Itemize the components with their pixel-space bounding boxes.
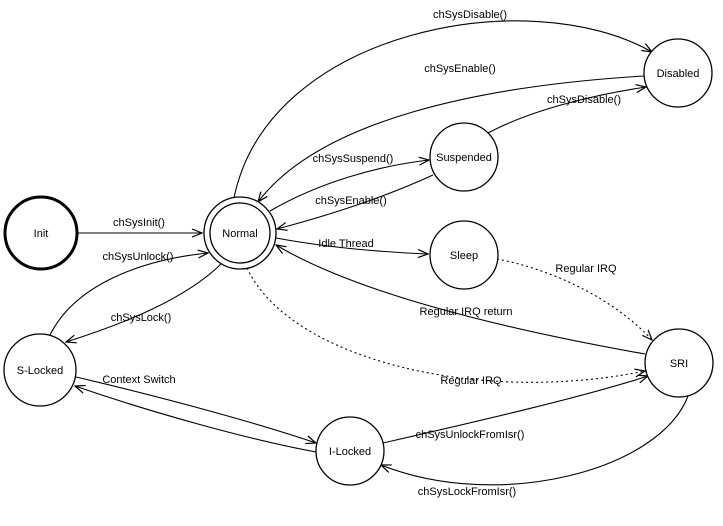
- state-sri: SRI: [644, 328, 714, 398]
- label-context-switch: Context Switch: [102, 374, 175, 386]
- edge-slocked-to-normal: [49, 253, 208, 336]
- edge-sri-to-ilocked: [381, 395, 689, 486]
- state-disabled-circle: [643, 38, 713, 108]
- state-s-locked: S-Locked: [3, 333, 77, 407]
- state-normal-label: Normal: [222, 228, 257, 240]
- edge-normal-to-sri: [246, 267, 645, 383]
- label-regular-irq-normal: Regular IRQ: [440, 375, 502, 387]
- label-chsysdisable-top: chSysDisable(): [433, 9, 507, 21]
- state-i-locked: I-Locked: [315, 416, 385, 486]
- edge-sleep-to-sri: [496, 258, 652, 340]
- state-s-locked-label: S-Locked: [17, 365, 63, 377]
- edge-normal-to-sleep: [275, 237, 428, 254]
- label-chsysunlockfromisr: chSysUnlockFromIsr(): [416, 429, 525, 441]
- label-chsysinit: chSysInit(): [113, 217, 165, 229]
- label-chsysdisable-suspended: chSysDisable(): [547, 94, 621, 106]
- state-suspended: Suspended: [429, 122, 499, 192]
- state-sleep-label: Sleep: [450, 250, 478, 262]
- label-chsyslockfromisr: chSysLockFromIsr(): [418, 486, 516, 498]
- state-disabled-label: Disabled: [657, 68, 700, 80]
- state-sri-label: SRI: [670, 358, 688, 370]
- state-suspended-label: Suspended: [436, 152, 492, 164]
- state-sri-circle: [644, 328, 714, 398]
- edge-suspended-to-disabled: [487, 87, 646, 134]
- edge-disabled-to-normal: [258, 75, 645, 202]
- label-chsysenable-top: chSysEnable(): [424, 63, 496, 75]
- state-normal: Normal: [203, 196, 277, 270]
- label-chsysunlock: chSysUnlock(): [103, 251, 174, 263]
- label-regular-irq-return: Regular IRQ return: [420, 306, 513, 318]
- state-init-label: Init: [34, 228, 49, 240]
- edge-suspended-to-normal: [277, 174, 434, 229]
- state-suspended-circle: [429, 122, 499, 192]
- label-chsysenable-suspended: chSysEnable(): [315, 195, 387, 207]
- label-idle-thread: Idle Thread: [318, 238, 373, 250]
- edge-sri-to-normal: [276, 245, 646, 355]
- label-chsyslock: chSysLock(): [111, 312, 172, 324]
- edge-ilocked-to-sri: [382, 376, 648, 444]
- state-disabled: Disabled: [643, 38, 713, 108]
- state-sleep: Sleep: [429, 220, 499, 290]
- state-i-locked-label: I-Locked: [329, 446, 371, 458]
- label-regular-irq-sleep: Regular IRQ: [555, 263, 617, 275]
- edge-normal-to-disabled: [233, 20, 652, 199]
- edge-normal-to-suspended: [269, 160, 429, 212]
- state-normal-inner-circle: [209, 202, 271, 264]
- state-init: Init: [3, 195, 79, 271]
- label-chsyssuspend: chSysSuspend(): [313, 153, 394, 165]
- state-init-circle: [3, 195, 79, 271]
- state-i-locked-circle: [315, 416, 385, 486]
- state-sleep-circle: [429, 220, 499, 290]
- edge-normal-to-slocked: [66, 262, 223, 342]
- state-s-locked-circle: [3, 333, 77, 407]
- edge-slocked-to-ilocked: [75, 376, 316, 443]
- edge-ilocked-to-slocked: [75, 386, 317, 453]
